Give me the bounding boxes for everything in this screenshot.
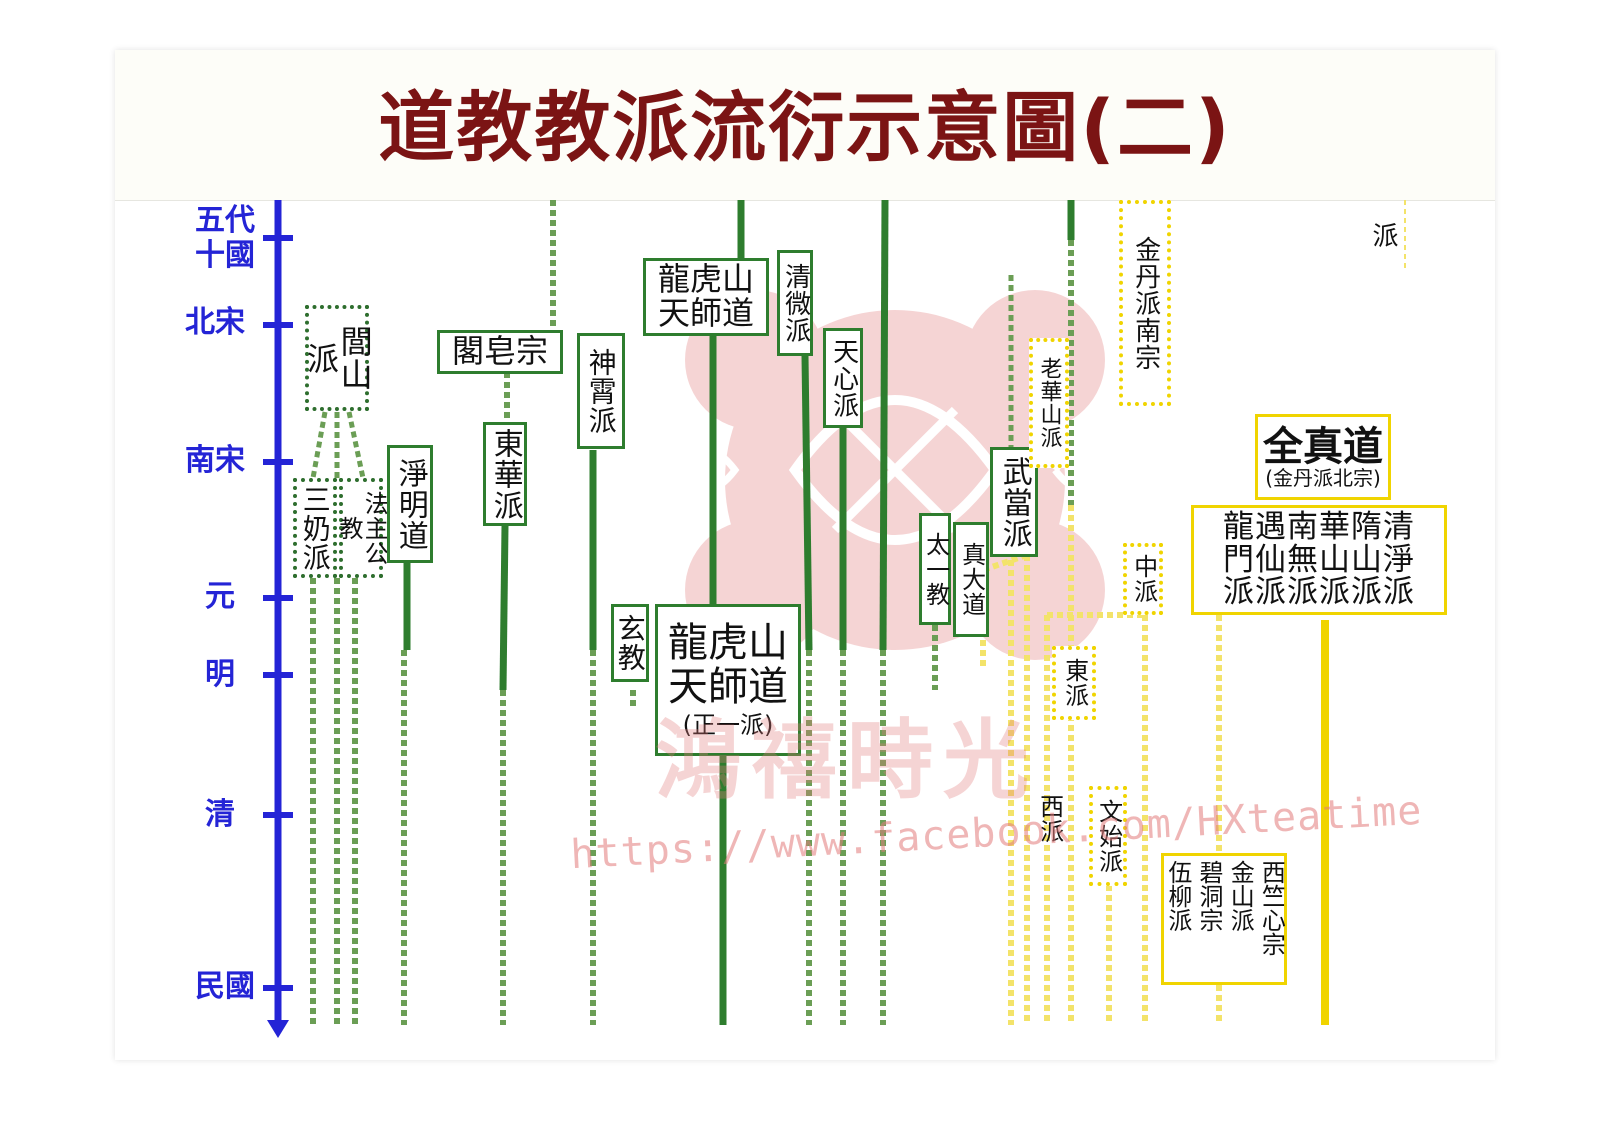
sect-longhu-main: 龍虎山 天師道 (正一派) (655, 604, 801, 756)
era-label-minguo: 民國 (195, 969, 255, 1004)
sect-quanzhen: 全真道 (金丹派北宗) (1255, 414, 1391, 500)
sect-zhengyi-label: (正一派) (682, 711, 774, 740)
era-label-wudai: 五代 十國 (195, 203, 255, 273)
sect-quanzhen-label: 全真道 (1263, 423, 1383, 470)
sect-xuanjiao: 玄教 (611, 604, 649, 682)
school-jinshan: 金山派 (1226, 860, 1255, 932)
sect-quanzhen-sub: (金丹派北宗) (1265, 465, 1381, 490)
school-wuliu: 伍柳派 (1163, 860, 1192, 932)
era-label-yuan: 元 (205, 579, 235, 614)
school-bidong: 碧洞宗 (1195, 860, 1223, 932)
school-xizhu: 西竺心宗 (1257, 860, 1286, 956)
sect-shenxiao: 神霄派 (577, 333, 625, 449)
sect-zhongpai: 中派 (1123, 543, 1163, 615)
later-schools-box: 伍柳派 碧洞宗 金山派 西竺心宗 (1161, 853, 1287, 985)
slide: 道教教派流衍示意圖(二) 五代 十國 北宋 南宋 元 明 清 民國 閭山派 三奶… (115, 50, 1495, 1060)
edge-label-pai: 派 (1368, 222, 1398, 248)
sect-taiyi: 太一教 (919, 513, 951, 625)
sect-longhu-main-label: 龍虎山 天師道 (668, 620, 788, 711)
sect-laohuashan: 老華山派 (1029, 338, 1069, 468)
sect-zhenda: 真大道 (953, 522, 989, 637)
era-label-qing: 清 (205, 797, 235, 832)
sect-longhu-top: 龍虎山 天師道 (643, 258, 769, 336)
lineage-diagram (263, 199, 1406, 1038)
sect-fazhu: 法主公教 (335, 478, 388, 578)
sect-donghua: 東華派 (483, 422, 527, 526)
sect-wenshi: 文始派 (1089, 786, 1127, 886)
sect-quanzhen-branches: 龍遇南華隋清 門仙無山山淨 派派派派派派 (1191, 505, 1447, 615)
page-title: 道教教派流衍示意圖(二) (378, 83, 1232, 172)
sect-tianxin: 天心派 (823, 328, 863, 428)
era-label-nansong: 南宋 (185, 443, 245, 478)
yellow-lineages (980, 200, 1406, 1025)
sect-lushan: 閭山派 (302, 305, 374, 411)
sect-jingming: 淨明道 (387, 445, 433, 563)
sect-jindan-nan: 金丹派南宗 (1119, 200, 1171, 406)
watermark-text: 鴻禧時光 (655, 711, 1039, 811)
sect-gezao: 閣皂宗 (437, 330, 563, 374)
sect-qingwei: 清微派 (777, 250, 813, 356)
sect-dongpai: 東派 (1052, 646, 1096, 720)
era-label-beisong: 北宋 (185, 305, 245, 340)
sect-xipai: 西派 (1035, 794, 1064, 844)
timeline-axis (263, 200, 293, 1038)
era-label-ming: 明 (205, 657, 235, 692)
green-lineages (310, 199, 1075, 1025)
title-band (115, 50, 1495, 201)
sect-sannai: 三奶派 (293, 478, 337, 578)
